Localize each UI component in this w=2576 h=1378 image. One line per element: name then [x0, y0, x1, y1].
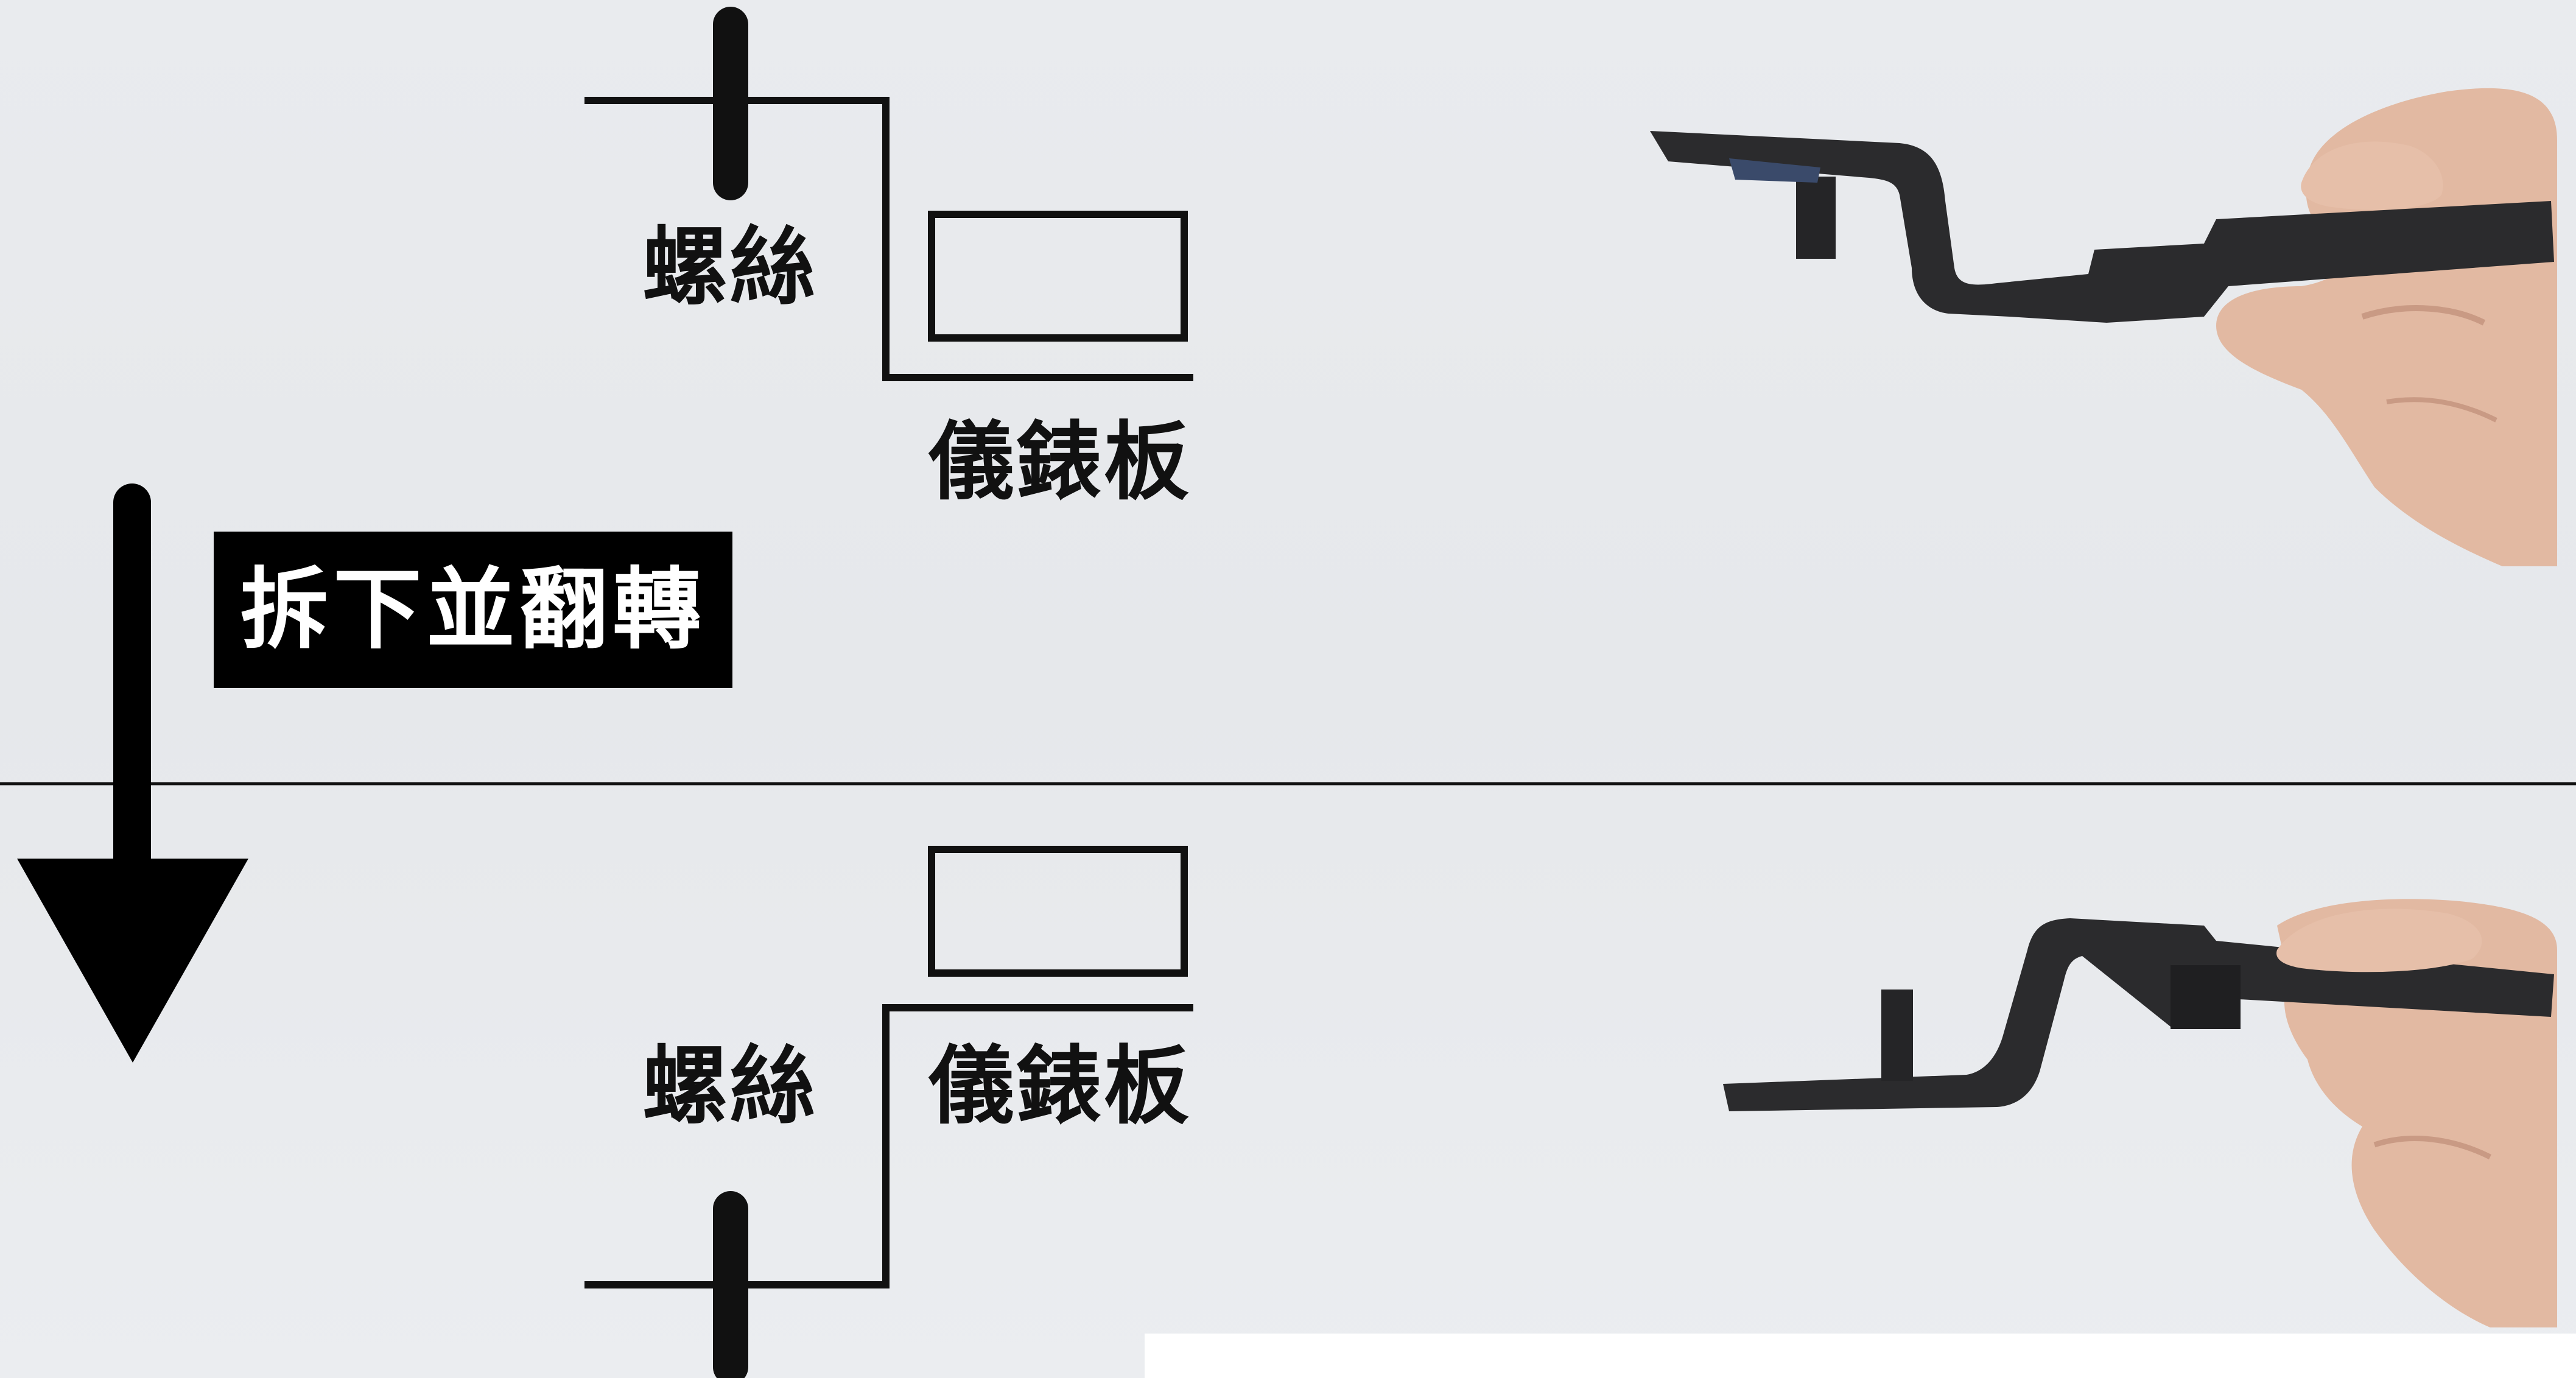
caption-strip: [1145, 1334, 2576, 1378]
top-screw-label: 螺絲: [642, 218, 818, 317]
bottom-screw-label: 螺絲: [642, 1037, 818, 1136]
top-panel-box: [928, 211, 1188, 342]
top-panel-label: 儀錶板: [928, 413, 1192, 512]
bottom-panel-label: 儀錶板: [928, 1037, 1192, 1136]
bottom-schematic: [584, 846, 1193, 1378]
top-schematic: [584, 7, 1193, 381]
top-thumb: [2301, 141, 2443, 210]
action-label: 拆下並翻轉: [240, 558, 706, 661]
bottom-bracket-photo: [1723, 899, 2557, 1327]
top-bracket-part: [1650, 131, 2554, 323]
bottom-finger: [2276, 909, 2482, 972]
action-label-box: 拆下並翻轉: [214, 532, 732, 688]
flip-arrow: [17, 483, 248, 1063]
bottom-panel-box: [928, 846, 1188, 977]
top-bracket-photo: [1650, 88, 2557, 566]
